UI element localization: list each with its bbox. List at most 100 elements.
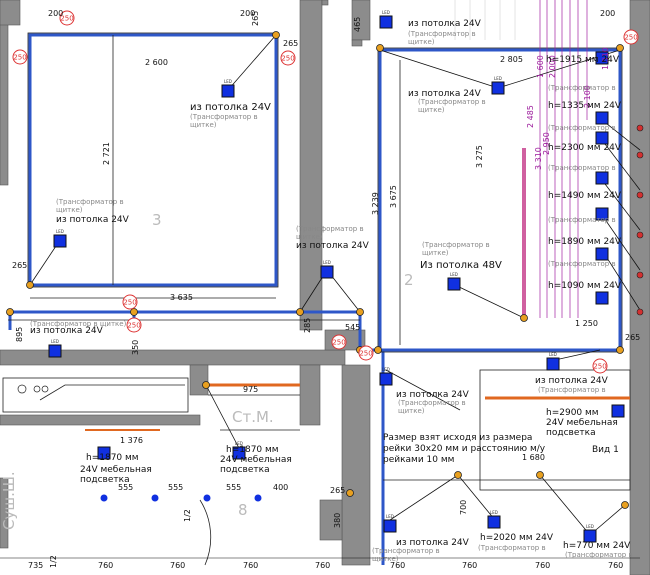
furniture-label: 24V мебельная [80,465,152,475]
svg-text:LED: LED [494,76,502,81]
dim-2600: 2 600 [145,58,168,67]
transformer-note: (Трансформатор в [398,399,466,407]
furniture-label: подсветка [546,428,596,438]
dim-545: 545 [345,323,360,332]
svg-text:LED: LED [586,524,594,529]
transformer-note: (Трансформатор в щитке) [30,320,127,328]
transformer-note: (Трансформатор в [478,544,546,552]
dim-265: 265 [330,486,345,495]
dim-265: 265 [625,333,640,342]
ceiling-48v-label: Из потолка 48V [420,260,502,271]
dimensions: 200 200 265 265 2 600 2 721 3 635 265 89… [12,9,640,570]
dim-895: 895 [15,327,24,342]
red-right-nodes [636,124,644,316]
dim-3310: 3 310 [534,147,543,170]
dim-285: 285 [303,318,312,333]
transformer-note: (Трансформатор в [56,198,124,206]
tag-250: 250 [281,55,294,63]
svg-text:LED: LED [386,514,394,519]
transformer-note: (Трансформатор в [565,551,633,559]
ceiling-label: из потолка 24V [408,19,482,29]
dim-760: 760 [170,561,185,570]
svg-text:LED: LED [224,79,232,84]
transformer-note: щитке) [422,249,449,257]
transformer-note: (Трансформатор в [408,30,476,38]
wall-hatching [454,0,516,40]
height-label: h=1915 мм 24V [546,55,620,65]
furniture-label: подсветка [220,465,270,475]
dim-265: 265 [12,261,27,270]
transformer-note: (Трансформатор в [548,260,616,268]
room-number: 2 [404,271,414,289]
note-text: Размер взят исходя из размера [383,433,532,443]
transformer-note: щитке) [372,555,399,563]
svg-text:LED: LED [235,441,243,446]
height-label: h=2020 мм 24V [480,533,554,543]
dim-1376: 1 376 [120,436,143,445]
height-label: h=770 мм 24V [563,541,631,551]
dim-265: 265 [283,39,298,48]
dim-1310: 1 310 [601,47,610,70]
dim-265: 265 [251,11,260,26]
transformer-note: щитке) [56,206,83,214]
tag-250: 250 [123,299,136,307]
transformer-note: (Трансформатор в [422,241,490,249]
dim-200: 200 [600,9,615,18]
dim-3675: 3 675 [389,185,398,208]
transformer-note: (Трансформатор в [548,164,616,172]
tag-250: 250 [359,350,372,358]
dim-3635: 3 635 [170,293,193,302]
height-label: h=1335 мм 24V [548,101,622,111]
dim-400: 400 [273,483,288,492]
transformer-note: (Трансформатор в [372,547,440,555]
dim-2100: 2 100 [583,85,592,108]
magenta-dim-texts: 1 600 1 310 2 100 2 000 2 485 2 950 3 31… [526,47,610,170]
ceiling-label: из потолка 24V [408,89,482,99]
dim-200: 200 [240,9,255,18]
svg-text:LED: LED [490,510,498,515]
dim-2485: 2 485 [526,105,535,128]
transformer-note: щитке) [408,38,435,46]
dim-735: 735 [28,561,43,570]
tag-250: 250 [127,322,140,330]
dim-2000: 2 000 [548,55,557,78]
dim-3275: 3 275 [475,145,484,168]
transformer-note: (Трансформатор в [548,84,616,92]
transformer-note: щитке) [190,121,217,129]
tag-250: 250 [593,363,606,371]
height-label: h=2900 мм [546,408,599,418]
height-label: h=1870 мм [86,453,139,463]
height-label: h=1890 мм 24V [548,237,622,247]
transformer-note: (Трансформатор в [548,216,616,224]
tag-250-group: 250 250 250 250 250 250 250 250 250 [12,10,639,374]
height-label: h=1090 мм 24V [548,281,622,291]
ceiling-label: из потолка 24V [296,241,370,251]
furniture-label: 24V мебельная [220,455,292,465]
room-number: 3 [152,211,162,229]
svg-text:LED: LED [382,10,390,15]
height-label: h=2300 мм 24V [548,143,622,153]
dim-760: 760 [315,561,330,570]
dim-3239: 3 239 [371,192,380,215]
height-label: h=1490 мм 24V [548,191,622,201]
note-text: рейки 30х20 мм и расстоянию м/у [383,444,546,454]
view-label: Вид 1 [592,445,619,455]
transformer-note: щитке) [418,106,445,114]
svg-text:LED: LED [56,229,64,234]
ceiling-label: из потолка 24V [30,326,104,336]
room-labels: 3 2 8 Ст.М. Суш.Ш. [0,211,414,530]
transformer-note: щитке) [398,407,425,415]
inner-outline [8,32,630,481]
height-label: h=1870 мм [226,445,279,455]
tag-250: 250 [624,34,637,42]
sink-icon [17,384,49,394]
transformer-note: (Трансформатор в [190,113,258,121]
dim-380: 380 [333,513,342,528]
dim-2950: 2 950 [542,132,551,155]
svg-text:LED: LED [51,339,59,344]
dim-555: 555 [226,483,241,492]
room-name: Суш.Ш. [0,471,18,530]
dim-1600: 1 600 [536,55,545,78]
svg-text:LED: LED [450,272,458,277]
